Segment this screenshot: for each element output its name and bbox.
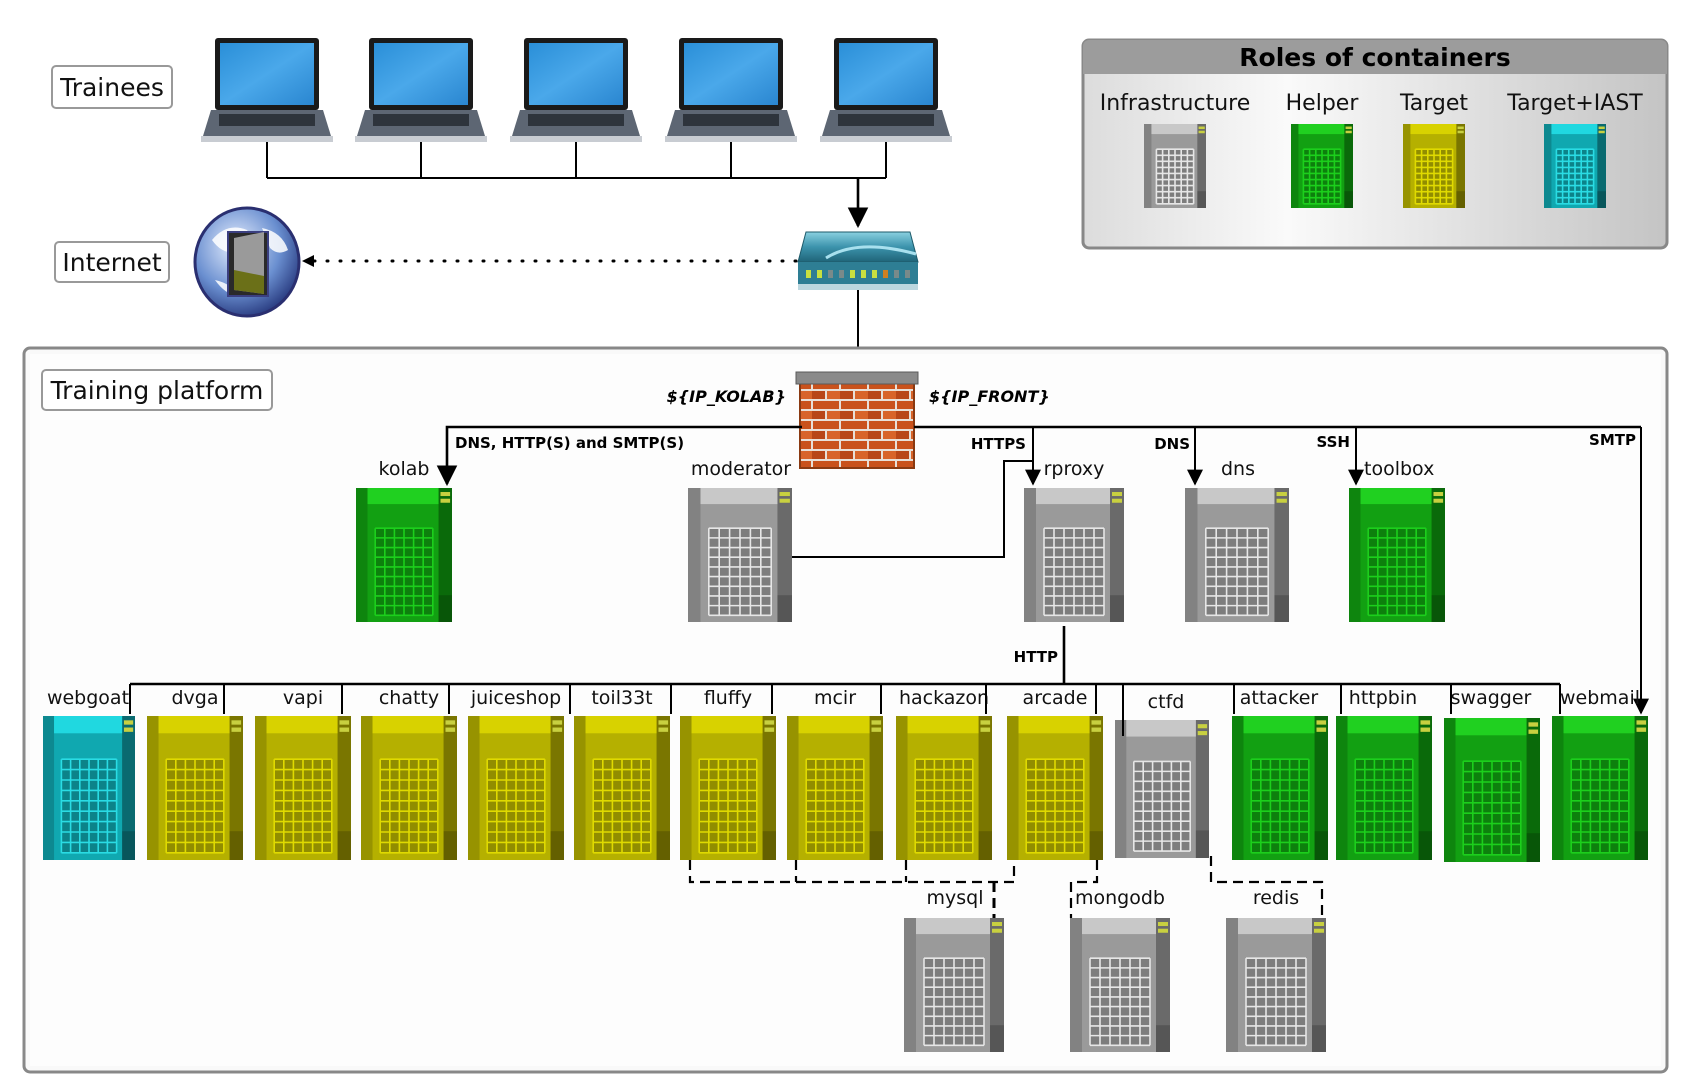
server-legend-iast: [1544, 124, 1606, 208]
router-led: [828, 270, 833, 278]
laptop-icon: [820, 38, 952, 178]
server-label-kolab: kolab: [379, 458, 430, 480]
server-label-mongodb: mongodb: [1075, 887, 1165, 909]
proto-https-label: HTTPS: [971, 435, 1026, 453]
server-label-hackazon: hackazon: [899, 687, 989, 709]
server-mcir: [787, 716, 883, 860]
http-bus: [130, 626, 1560, 686]
legend-label-target: Target: [1399, 91, 1468, 116]
server-fluffy: [680, 716, 776, 860]
server-rproxy: [1024, 488, 1124, 622]
server-label-arcade: arcade: [1023, 687, 1088, 709]
server-ctfd: [1115, 720, 1209, 858]
router-led: [883, 270, 888, 278]
firewall-icon: [795, 371, 919, 469]
internet-label: Internet: [54, 241, 170, 283]
server-chatty: [361, 716, 457, 860]
server-label-swagger: swagger: [1451, 687, 1532, 709]
svg-text:Trainees: Trainees: [59, 73, 164, 102]
server-mongodb: [1070, 918, 1170, 1052]
server-legend-helper: [1291, 124, 1353, 208]
router-led: [894, 270, 899, 278]
server-label-mysql: mysql: [927, 887, 984, 909]
server-toolbox: [1349, 488, 1445, 622]
server-label-dns: dns: [1221, 458, 1255, 480]
svg-text:Training platform: Training platform: [50, 376, 264, 405]
server-label-rproxy: rproxy: [1044, 458, 1105, 480]
svg-text:Internet: Internet: [62, 248, 161, 277]
server-legend-target: [1403, 124, 1465, 208]
server-label-httpbin: httpbin: [1349, 687, 1417, 709]
server-label-webgoat: webgoat: [47, 687, 129, 709]
router-led: [850, 270, 855, 278]
server-label-toil33t: toil33t: [591, 687, 652, 709]
server-label-toolbox: toolbox: [1364, 458, 1434, 480]
laptop-icon: [510, 38, 642, 178]
legend-panel: Roles of containers Infrastructure Helper…: [1081, 38, 1669, 250]
server-attacker: [1232, 716, 1328, 860]
server-webgoat: [43, 716, 135, 860]
internet-globe-icon: [193, 206, 301, 318]
ip-front-label: ${IP_FRONT}: [929, 387, 1050, 406]
trainee-bus: [267, 177, 886, 229]
server-label-webmail: webmail: [1560, 687, 1640, 709]
server-dns: [1185, 488, 1289, 622]
trainees-label: Trainees: [51, 65, 173, 109]
server-kolab: [356, 488, 452, 622]
server-label-moderator: moderator: [691, 458, 791, 480]
database-links: [688, 856, 1324, 918]
server-legend-infra: [1144, 124, 1206, 208]
legend-label-helper: Helper: [1286, 91, 1360, 116]
router-led: [905, 270, 910, 278]
server-webmail: [1552, 716, 1648, 860]
router-led: [806, 270, 811, 278]
server-dvga: [147, 716, 243, 860]
server-label-chatty: chatty: [379, 687, 439, 709]
server-vapi: [255, 716, 351, 860]
router-icon: [797, 231, 919, 290]
internet-arrow: [302, 255, 314, 267]
legend-label-infra: Infrastructure: [1100, 91, 1251, 116]
laptop-icon: [665, 38, 797, 178]
server-label-mcir: mcir: [814, 687, 856, 709]
router-led: [872, 270, 877, 278]
server-label-juiceshop: juiceshop: [470, 687, 561, 709]
server-label-attacker: attacker: [1240, 687, 1319, 709]
server-label-dvga: dvga: [171, 687, 218, 709]
firewall-links: [436, 425, 1649, 715]
server-hackazon: [896, 716, 992, 860]
trainee-laptops: [201, 38, 952, 178]
server-juiceshop: [468, 716, 564, 860]
server-moderator: [688, 488, 792, 622]
server-label-ctfd: ctfd: [1148, 691, 1185, 713]
server-toil33t: [574, 716, 670, 860]
laptop-icon: [201, 38, 333, 178]
router-led: [839, 270, 844, 278]
legend-label-iast: Target+IAST: [1506, 91, 1643, 116]
proto-ssh-label: SSH: [1317, 433, 1351, 451]
server-label-fluffy: fluffy: [704, 687, 752, 709]
server-redis: [1226, 918, 1326, 1052]
server-httpbin: [1336, 716, 1432, 860]
server-mysql: [904, 918, 1004, 1052]
svg-text:Roles of containers: Roles of containers: [1239, 43, 1510, 72]
server-arcade: [1007, 716, 1103, 860]
router-led: [817, 270, 822, 278]
server-label-vapi: vapi: [283, 687, 323, 709]
laptop-icon: [355, 38, 487, 178]
server-swagger: [1444, 718, 1540, 862]
router-led: [861, 270, 866, 278]
proto-http-label: HTTP: [1014, 648, 1058, 666]
proto-smtp-label: SMTP: [1589, 431, 1636, 449]
server-label-redis: redis: [1253, 887, 1299, 909]
proto-kolab-label: DNS, HTTP(S) and SMTP(S): [455, 434, 684, 452]
ip-kolab-label: ${IP_KOLAB}: [667, 387, 786, 406]
proto-dns-label: DNS: [1154, 435, 1190, 453]
